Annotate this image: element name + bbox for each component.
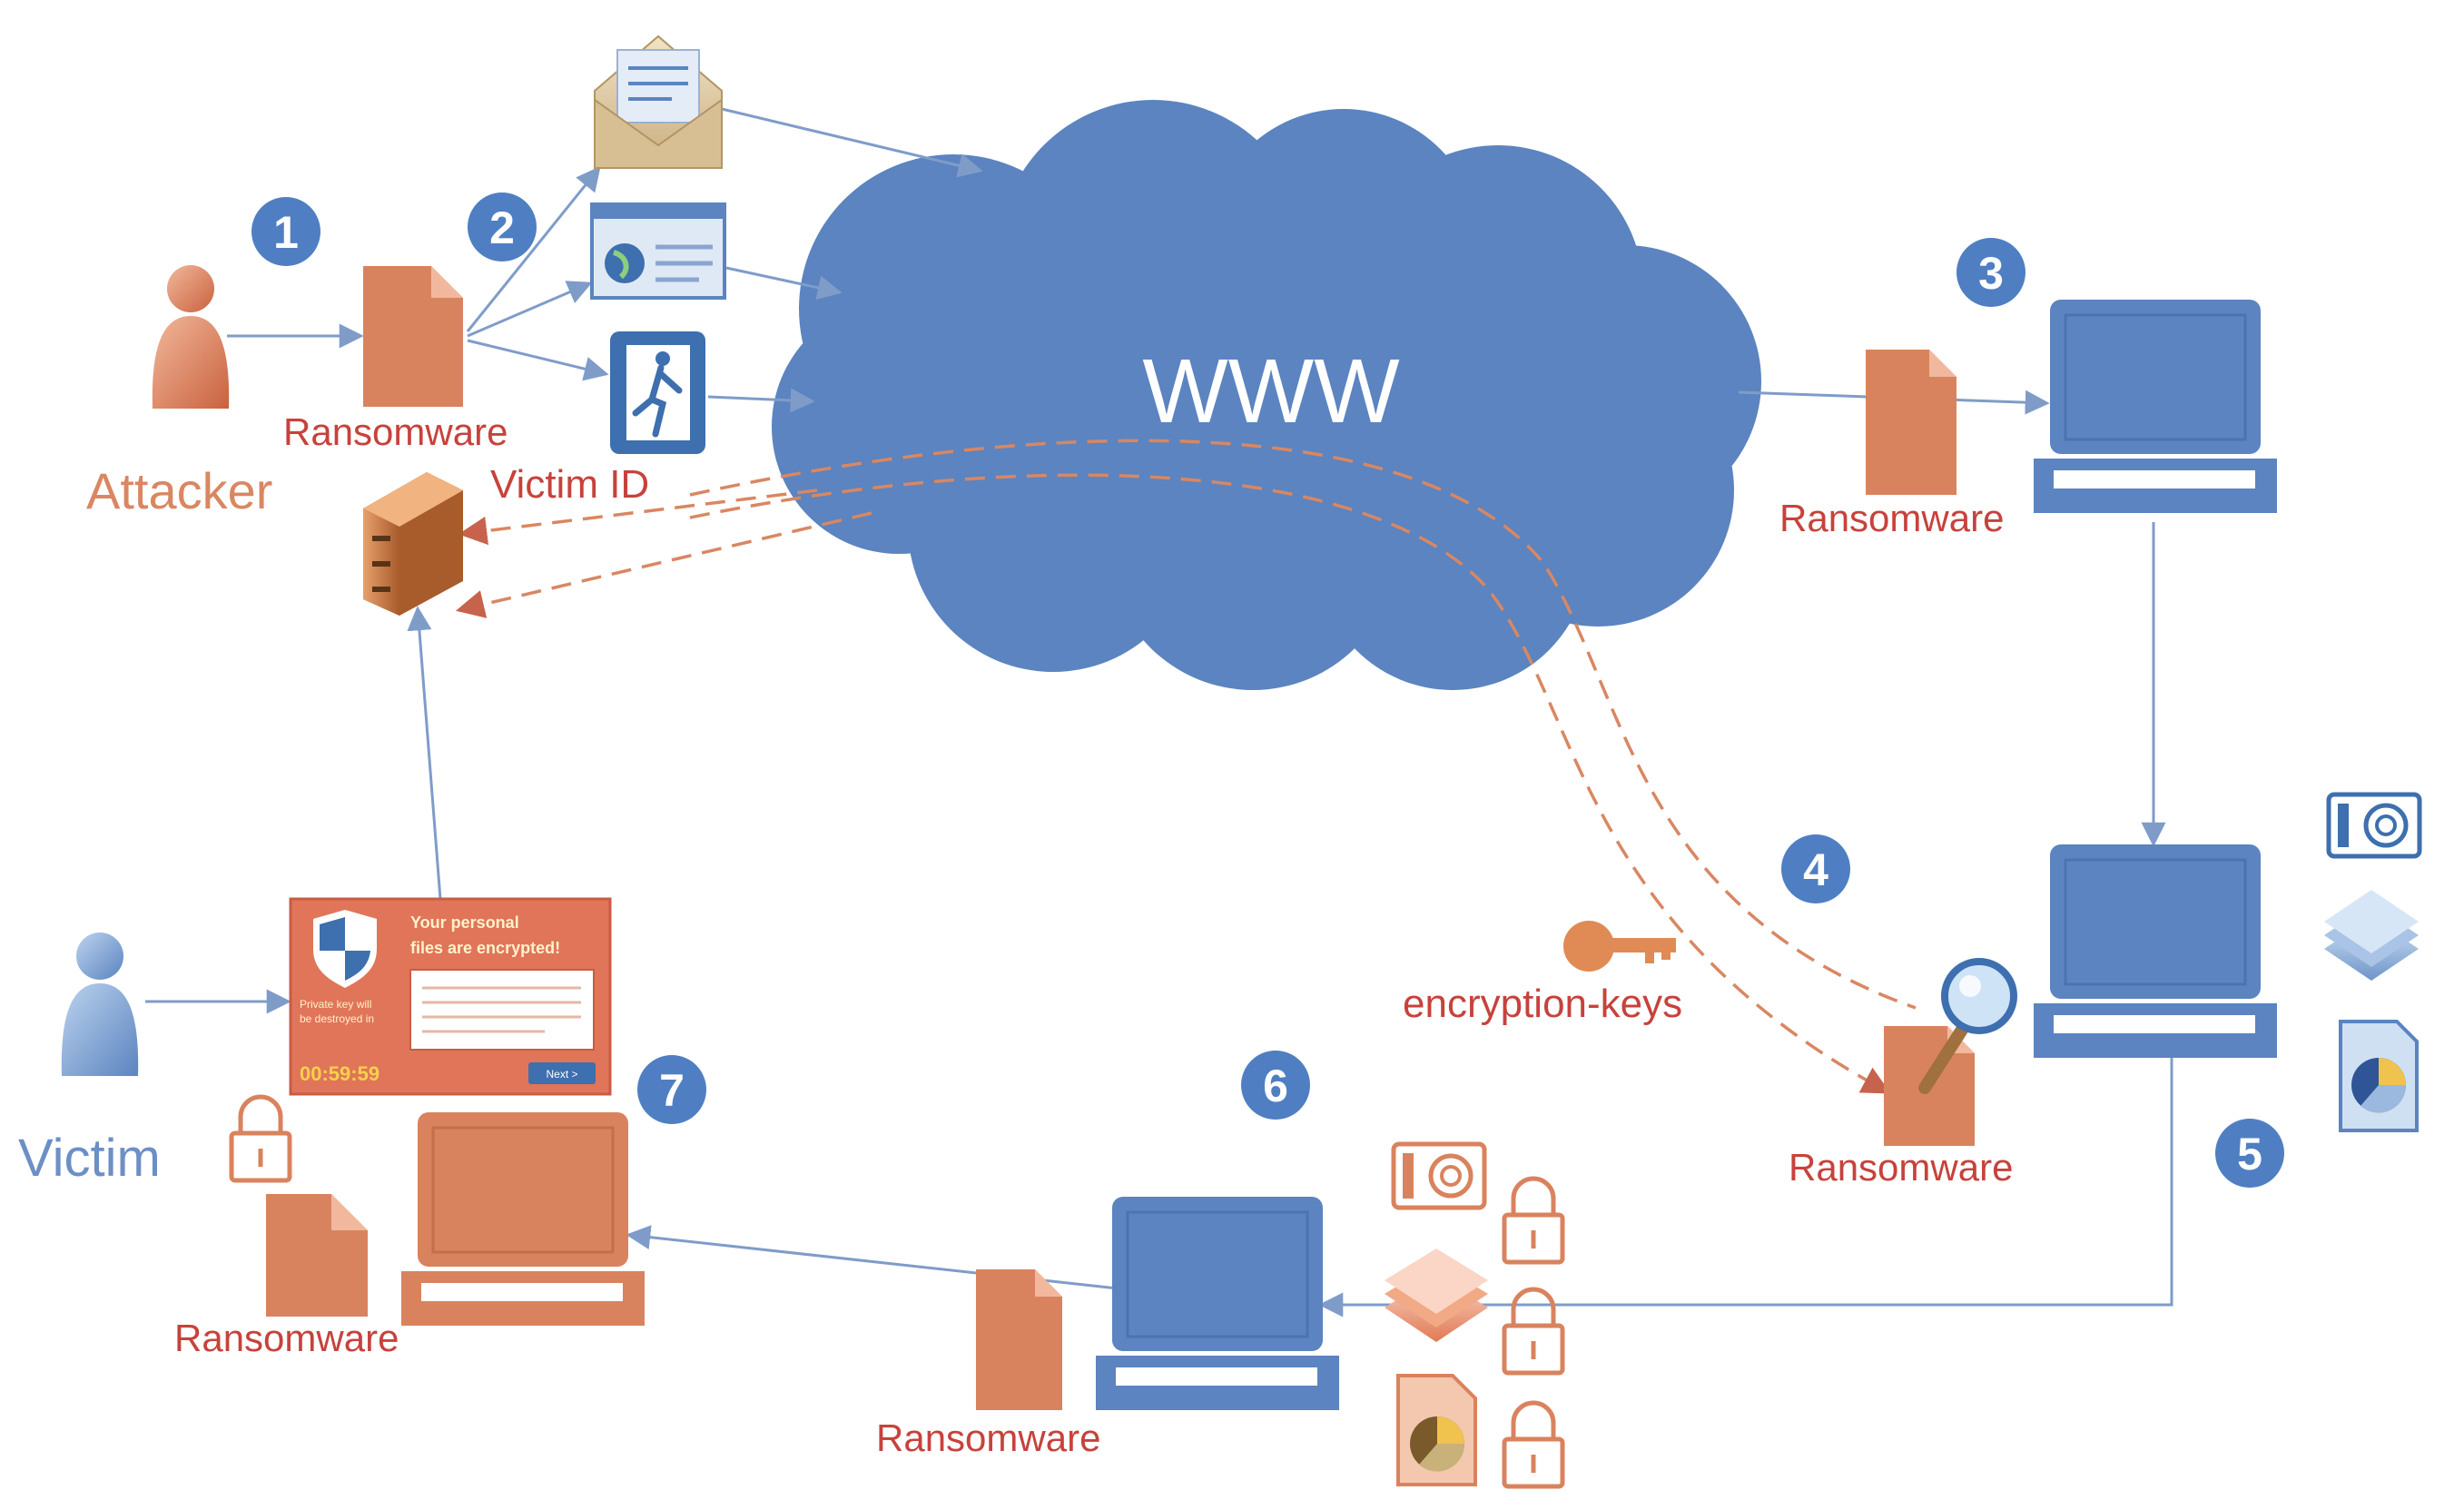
ransomware-label-attacker: Ransomware (283, 410, 508, 453)
step-badge-4: 4 (1781, 834, 1850, 903)
ransom-note-window: Your personal files are encrypted! Priva… (289, 897, 612, 1096)
key-icon (1563, 921, 1676, 972)
ransomware-file-icon-attacker (363, 266, 463, 407)
camera-icon-blue (2326, 792, 2422, 859)
step-number-3: 3 (1978, 248, 2004, 299)
ransomware-label-encrypting: Ransomware (876, 1416, 1100, 1459)
web-page-icon (590, 202, 726, 300)
lock-icon-layers (1502, 1287, 1565, 1376)
step-badge-3: 3 (1956, 238, 2025, 307)
layers-icon-orange (1385, 1248, 1488, 1342)
step-number-4: 4 (1803, 844, 1828, 895)
cloud-label: WWW (1142, 340, 1400, 442)
dashed-key-path-a (689, 439, 1917, 1010)
exploit-door-icon (610, 331, 705, 454)
chart-file-icon-blue (2339, 1020, 2419, 1132)
attacker-label: Attacker (86, 462, 272, 519)
ransomware-file-icon-arrival (1866, 350, 1956, 495)
camera-icon-orange (1391, 1141, 1487, 1210)
email-icon (594, 35, 723, 169)
ransomware-label-arrival: Ransomware (1779, 497, 2004, 539)
arrow-ransomware-to-web (467, 281, 593, 338)
step-badge-7: 7 (637, 1055, 706, 1124)
ransom-note-heading-line2: files are encrypted! (410, 939, 560, 957)
step-number-7: 7 (659, 1065, 685, 1116)
step-number-1: 1 (273, 207, 299, 258)
attacker-person-icon (152, 265, 230, 409)
step-badge-6: 6 (1241, 1051, 1310, 1120)
victim-person-icon (61, 933, 139, 1076)
ransom-note-text-box (409, 969, 595, 1051)
arrow-ransomware-to-email (466, 165, 601, 332)
magnifier-icon (1918, 958, 2017, 1094)
arrow-ransomware-to-exploit (467, 339, 609, 381)
chart-file-icon-orange (1396, 1374, 1477, 1486)
ransom-note-side-line2: be destroyed in (300, 1012, 374, 1025)
laptop-infected-icon (2034, 300, 2277, 513)
laptop-encrypting-icon (1096, 1197, 1339, 1410)
ransom-note-next-button[interactable] (528, 1062, 596, 1084)
step-badges: 1 2 3 4 5 6 7 (251, 192, 2284, 1188)
ransom-note-next-label: Next > (546, 1068, 577, 1081)
lock-icon-chart (1502, 1400, 1565, 1489)
step-number-6: 6 (1263, 1061, 1288, 1111)
ransomware-label-scanning: Ransomware (1789, 1146, 2013, 1189)
dashed-key-path-b (689, 473, 1891, 1094)
shield-icon (313, 910, 377, 988)
lock-icon-camera (1502, 1176, 1565, 1265)
lock-icon-victim (229, 1094, 292, 1183)
ransomware-label-victim: Ransomware (174, 1317, 399, 1359)
step-number-2: 2 (489, 202, 515, 253)
arrow-laptop5-to-laptop6 (1318, 1053, 2173, 1318)
arrow-exploit-to-cloud (707, 388, 815, 413)
step-number-5: 5 (2237, 1129, 2262, 1179)
laptop-scanning-icon (2034, 844, 2277, 1058)
ransom-note-timer: 00:59:59 (300, 1062, 379, 1085)
arrow-note-to-server (407, 606, 442, 900)
ransomware-file-icon-victim (266, 1194, 368, 1317)
victim-id-label: Victim ID (490, 462, 649, 507)
dashed-cloud-to-server (455, 511, 872, 618)
internet-cloud (772, 100, 1761, 690)
laptop-locked-icon (401, 1112, 645, 1326)
arrow-email-to-cloud (721, 107, 983, 178)
ransom-note-side-line1: Private key will (300, 998, 371, 1011)
step-badge-1: 1 (251, 197, 320, 266)
step-badge-5: 5 (2215, 1119, 2284, 1188)
arrow-web-to-cloud (725, 266, 843, 301)
layers-icon-blue (2324, 890, 2419, 981)
arrow-laptop6-to-laptop7 (626, 1225, 1127, 1291)
step-badge-2: 2 (468, 192, 537, 262)
flow-arrows (145, 107, 2173, 1318)
attacker-server-icon (363, 472, 463, 616)
ransomware-file-icon-encrypting (976, 1269, 1062, 1410)
ransom-note-heading-line1: Your personal (410, 913, 519, 932)
encryption-keys-label: encryption-keys (1403, 982, 1682, 1026)
victim-label: Victim (18, 1129, 161, 1188)
dashed-key-exchange (455, 439, 1917, 1094)
